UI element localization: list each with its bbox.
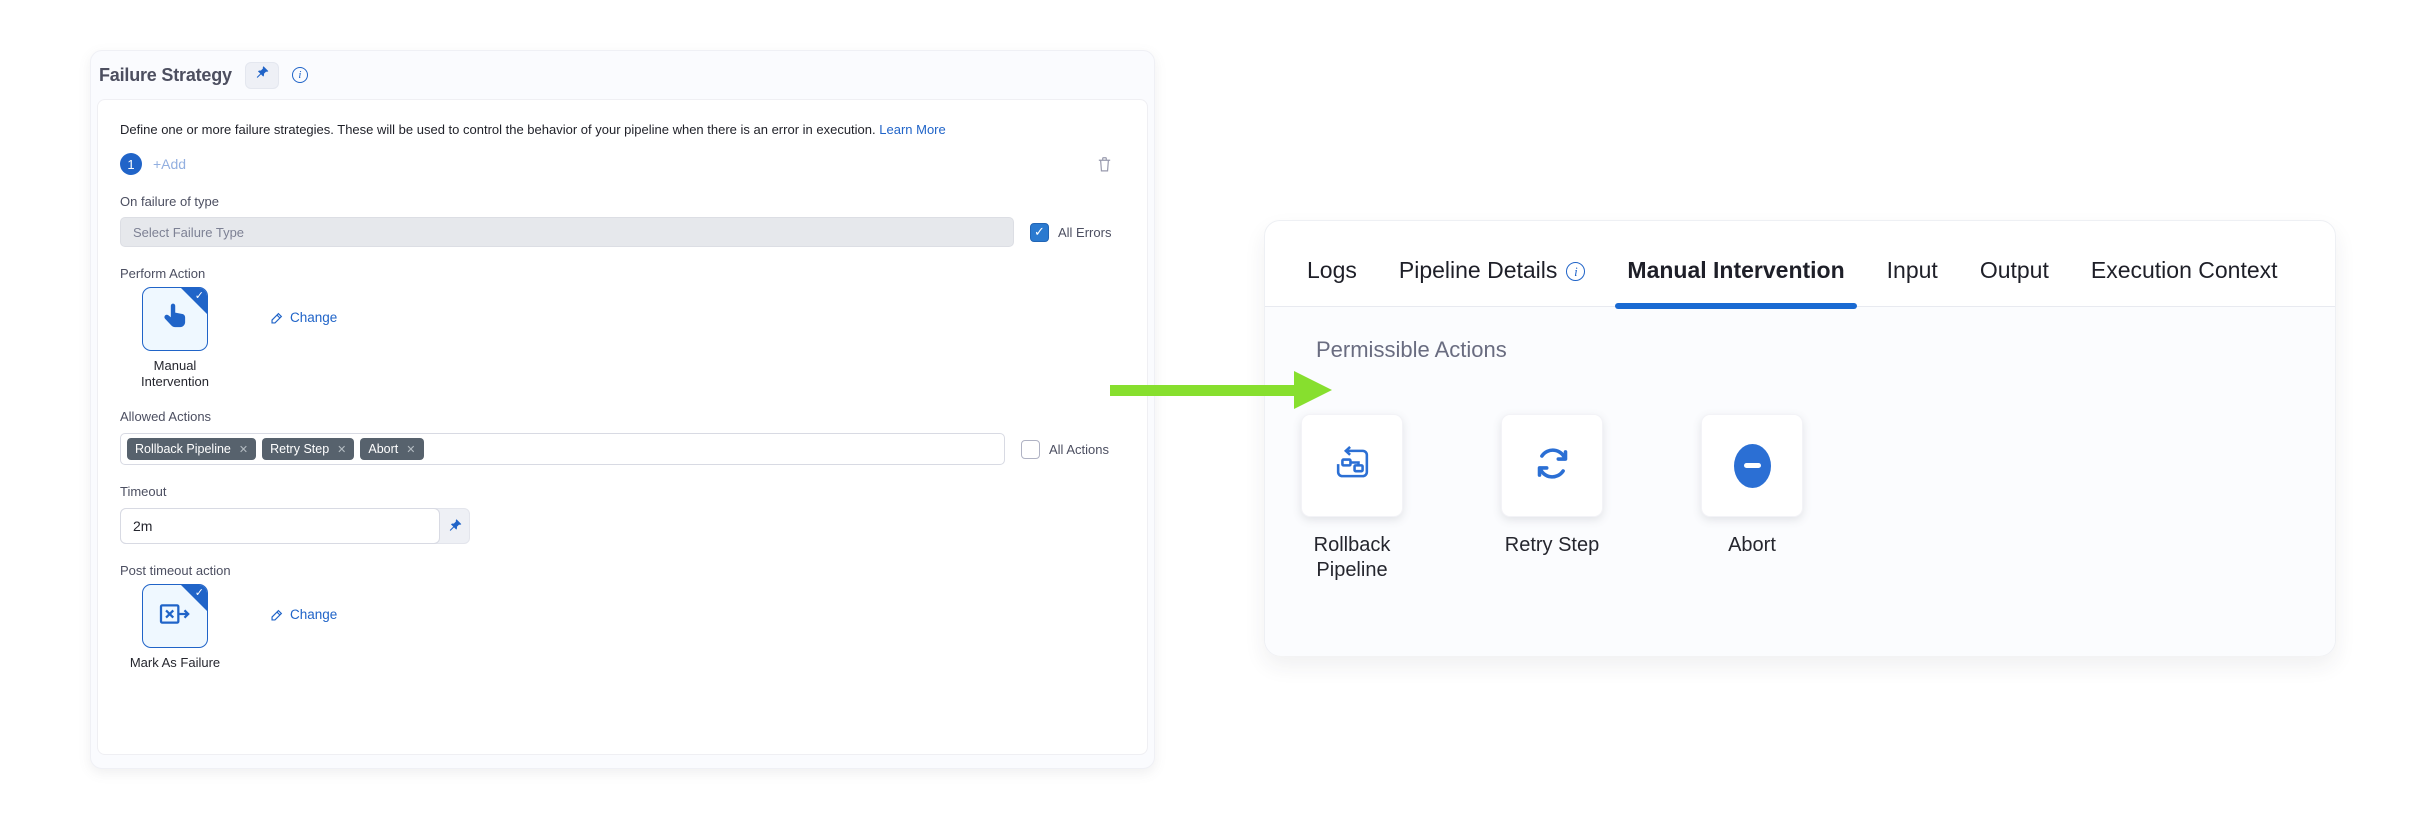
- tab-input[interactable]: Input: [1875, 235, 1950, 307]
- on-failure-label: On failure of type: [120, 194, 219, 209]
- tag-label: Retry Step: [270, 442, 330, 456]
- timeout-input[interactable]: [120, 508, 440, 544]
- tab-label: Output: [1979, 257, 2049, 283]
- arrow-head-icon: [1294, 371, 1332, 409]
- perform-action-col: ✓ Manual Intervention: [120, 287, 230, 390]
- timeout-label: Timeout: [120, 484, 167, 499]
- tab-output[interactable]: Output: [1968, 235, 2061, 307]
- post-timeout-col: ✓ Mark As Failure: [120, 584, 230, 671]
- retry-icon: [1532, 443, 1573, 489]
- arrow-body: [1110, 385, 1294, 396]
- failure-strategy-header: Failure Strategy: [91, 51, 1154, 99]
- pin-button[interactable]: [244, 61, 279, 89]
- change-post-timeout-button[interactable]: Change: [270, 607, 337, 622]
- all-actions-label: All Actions: [1049, 441, 1109, 457]
- failure-strategy-panel: Failure Strategy Define one or more fail…: [90, 50, 1155, 769]
- all-actions-checkbox[interactable]: [1021, 439, 1040, 459]
- tab-pipeline-details[interactable]: Pipeline Details: [1387, 235, 1598, 307]
- check-icon: ✓: [194, 290, 204, 302]
- minus-icon: [1743, 463, 1761, 468]
- perform-action-row: ✓ Manual Intervention Change: [120, 287, 1125, 390]
- pencil-icon: [271, 609, 283, 621]
- action-retry-step: Retry Step: [1501, 414, 1603, 583]
- permissible-actions-title: Permissible Actions: [1316, 337, 1507, 362]
- info-icon[interactable]: [291, 67, 308, 83]
- tag-label: Rollback Pipeline: [135, 442, 231, 456]
- action-abort: Abort: [1701, 414, 1803, 583]
- timeout-field: [120, 508, 470, 544]
- allowed-actions-input[interactable]: Rollback Pipeline Retry Step Abort: [120, 433, 1005, 465]
- failure-type-select[interactable]: [120, 217, 1014, 247]
- failure-strategy-card: Define one or more failure strategies. T…: [97, 99, 1148, 755]
- tab-logs[interactable]: Logs: [1295, 235, 1369, 307]
- learn-more-link[interactable]: Learn More: [879, 122, 946, 137]
- delete-strategy-button[interactable]: [1096, 155, 1113, 174]
- action-rollback-pipeline: Rollback Pipeline: [1301, 414, 1403, 583]
- allowed-actions-label: Allowed Actions: [120, 409, 212, 424]
- action-label: Retry Step: [1504, 534, 1600, 556]
- action-label: Rollback Pipeline: [1313, 534, 1391, 581]
- close-icon[interactable]: [406, 443, 415, 456]
- selected-corner: [181, 288, 207, 314]
- all-errors-label: All Errors: [1058, 224, 1112, 240]
- strategy-row: 1 +Add: [120, 153, 1125, 175]
- post-timeout-thumbnail[interactable]: ✓: [142, 584, 208, 648]
- rollback-pipeline-button[interactable]: [1301, 414, 1403, 517]
- tag-rollback-pipeline[interactable]: Rollback Pipeline: [127, 438, 257, 460]
- all-actions-cluster: All Actions: [1021, 439, 1109, 459]
- pencil-icon: [271, 312, 283, 324]
- tab-execution-context[interactable]: Execution Context: [2079, 235, 2290, 307]
- abort-icon: [1733, 443, 1771, 488]
- perform-action-thumbnail[interactable]: ✓: [142, 287, 208, 351]
- tab-label: Pipeline Details: [1398, 257, 1558, 283]
- change-label: Change: [290, 607, 338, 622]
- strategy-description: Define one or more failure strategies. T…: [120, 122, 1125, 138]
- panel-title: Failure Strategy: [99, 64, 232, 85]
- pushpin-icon: [254, 65, 270, 86]
- permissible-actions-row: Rollback Pipeline Retry Step: [1301, 414, 2335, 583]
- tab-label: Manual Intervention: [1627, 257, 1845, 283]
- post-timeout-row: ✓ Mark As Failure Change: [120, 584, 1125, 671]
- change-action-button[interactable]: Change: [270, 310, 337, 325]
- perform-action-label: Perform Action: [120, 266, 206, 281]
- strategy-description-text: Define one or more failure strategies. T…: [120, 122, 876, 137]
- execution-details-panel: Logs Pipeline Details Manual Interventio…: [1264, 220, 2336, 656]
- failure-type-row: All Errors: [120, 217, 1125, 247]
- strategy-index-badge[interactable]: 1: [120, 153, 142, 175]
- change-label: Change: [290, 310, 338, 325]
- manual-intervention-content: Permissible Actions Rollback Pipeline: [1265, 307, 2335, 656]
- manual-intervention-hand-icon: [159, 300, 192, 338]
- post-timeout-label: Post timeout action: [120, 563, 231, 578]
- check-icon: ✓: [194, 587, 204, 599]
- mark-as-failure-icon: [157, 598, 193, 635]
- trash-icon: [1098, 156, 1111, 171]
- allowed-actions-row: Rollback Pipeline Retry Step Abort All A…: [120, 433, 1125, 465]
- retry-step-button[interactable]: [1501, 414, 1603, 517]
- rollback-pipeline-icon: [1332, 443, 1373, 489]
- perform-action-value: Manual Intervention: [141, 358, 209, 389]
- timeout-pin-button[interactable]: [447, 518, 463, 534]
- tag-label: Abort: [368, 442, 399, 456]
- post-timeout-value: Mark As Failure: [129, 655, 221, 670]
- all-errors-cluster: All Errors: [1030, 222, 1112, 242]
- pushpin-icon: [449, 519, 462, 531]
- tab-label: Input: [1886, 257, 1938, 283]
- tag-abort[interactable]: Abort: [360, 438, 424, 460]
- abort-button[interactable]: [1701, 414, 1803, 517]
- tab-label: Execution Context: [2090, 257, 2278, 283]
- tag-retry-step[interactable]: Retry Step: [262, 438, 355, 460]
- selected-corner: [181, 585, 207, 611]
- all-errors-checkbox[interactable]: [1030, 222, 1049, 242]
- tab-label: Logs: [1307, 257, 1357, 283]
- action-label: Abort: [1728, 534, 1776, 556]
- close-icon[interactable]: [239, 443, 248, 456]
- close-icon[interactable]: [337, 443, 346, 456]
- execution-tabbar: Logs Pipeline Details Manual Interventio…: [1265, 221, 2335, 309]
- tab-manual-intervention[interactable]: Manual Intervention: [1615, 235, 1857, 309]
- add-strategy-button[interactable]: +Add: [153, 156, 187, 172]
- info-icon: [1566, 262, 1586, 281]
